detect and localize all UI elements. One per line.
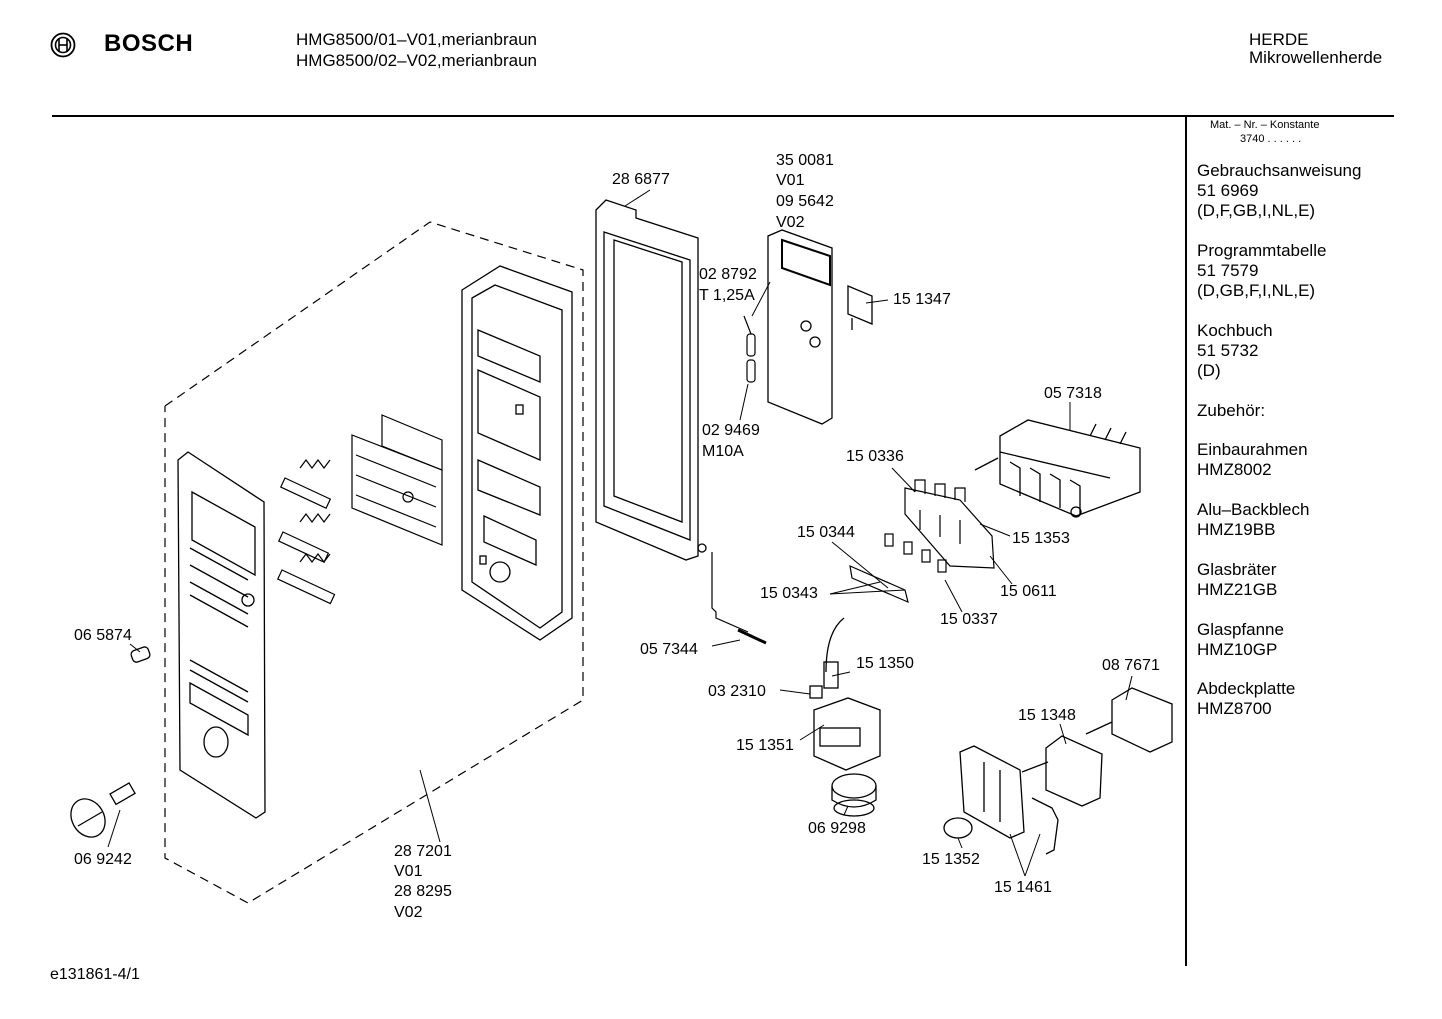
sidebar-item-glasbraeter: Glasbräter HMZ21GB bbox=[1197, 560, 1277, 600]
pcb-drawing bbox=[767, 229, 873, 425]
part-label-288295: 28 8295 bbox=[394, 883, 452, 900]
part-label-350081: 35 0081 bbox=[776, 152, 834, 169]
sidebar-item-line: 51 6969 bbox=[1197, 181, 1259, 200]
part-label-151351: 15 1351 bbox=[736, 737, 794, 754]
part-label-151461: 15 1461 bbox=[994, 879, 1052, 896]
part-label-v02-a: V02 bbox=[776, 214, 805, 231]
part-label-028792: 02 8792 bbox=[699, 266, 757, 283]
sidebar-item-title: Abdeckplatte bbox=[1197, 679, 1296, 698]
control-housing-drawing bbox=[461, 265, 573, 641]
part-label-150336: 15 0336 bbox=[846, 448, 904, 465]
sidebar-item-line: HMZ10GP bbox=[1197, 640, 1278, 659]
sidebar-item-line: (D,F,GB,I,NL,E) bbox=[1197, 201, 1316, 220]
part-label-150337: 15 0337 bbox=[940, 611, 998, 628]
sidebar-item-line: HMZ21GB bbox=[1197, 580, 1278, 599]
part-label-150611: 15 0611 bbox=[1000, 583, 1057, 600]
part-label-151347: 15 1347 bbox=[893, 291, 951, 308]
part-label-151350: 15 1350 bbox=[856, 655, 914, 672]
sidebar-item-zubehoer: Zubehör: bbox=[1197, 401, 1265, 421]
part-label-t125a: T 1,25A bbox=[699, 287, 755, 304]
keys-and-springs-drawing bbox=[276, 459, 336, 605]
part-label-069298: 06 9298 bbox=[808, 820, 866, 837]
mat-nr-block: Mat. – Nr. – Konstante 3740 . . . . . . bbox=[1210, 118, 1319, 146]
mat-nr-header: Mat. – Nr. – Konstante bbox=[1210, 119, 1320, 131]
sidebar-item-gebrauchsanweisung: Gebrauchsanweisung 51 6969 (D,F,GB,I,NL,… bbox=[1197, 161, 1361, 221]
part-label-151353: 15 1353 bbox=[1012, 530, 1070, 547]
switch-board-drawing bbox=[351, 414, 443, 546]
sidebar-item-title: Gebrauchsanweisung bbox=[1197, 161, 1362, 180]
sidebar-item-line: 51 5732 bbox=[1197, 341, 1259, 360]
part-label-151348: 15 1348 bbox=[1018, 707, 1076, 724]
sidebar-item-einbaurahmen: Einbaurahmen HMZ8002 bbox=[1197, 440, 1308, 480]
part-label-151352: 15 1352 bbox=[922, 851, 980, 868]
part-label-m10a: M10A bbox=[702, 443, 744, 460]
wire-drawing bbox=[711, 552, 767, 645]
category-line-2: Mikrowellenherde bbox=[1249, 48, 1383, 67]
part-label-150344: 15 0344 bbox=[797, 524, 855, 541]
bracket-switch-drawing bbox=[943, 687, 1173, 855]
frame-rules bbox=[52, 115, 1394, 966]
category-line-1: HERDE bbox=[1249, 30, 1309, 49]
sidebar-item-title: Glaspfanne bbox=[1197, 620, 1284, 639]
part-label-069242: 06 9242 bbox=[74, 851, 132, 868]
part-label-v02-b: V02 bbox=[394, 904, 423, 921]
sidebar-item-kochbuch: Kochbuch 51 5732 (D) bbox=[1197, 321, 1273, 381]
part-label-095642: 09 5642 bbox=[776, 193, 834, 210]
fuses-drawing bbox=[743, 315, 756, 383]
sidebar-item-line: (D) bbox=[1197, 361, 1221, 380]
front-panel-drawing bbox=[177, 451, 266, 819]
bosch-logo-icon bbox=[50, 32, 76, 58]
part-label-150343: 15 0343 bbox=[760, 585, 818, 602]
model-line-2: HMG8500/02–V02,merianbraun bbox=[296, 51, 537, 70]
sidebar-item-title: Alu–Backblech bbox=[1197, 500, 1310, 519]
sidebar-item-title: Zubehör: bbox=[1197, 401, 1266, 420]
part-label-057344: 05 7344 bbox=[640, 641, 698, 658]
document-code: e131861-4/1 bbox=[50, 966, 140, 983]
part-label-065874: 06 5874 bbox=[74, 627, 132, 644]
contact-blocks-drawing bbox=[849, 479, 995, 604]
part-label-v01-b: V01 bbox=[394, 863, 423, 880]
part-label-032310: 03 2310 bbox=[708, 683, 766, 700]
mat-nr-value: 3740 . . . . . . bbox=[1240, 133, 1302, 145]
sidebar-item-title: Kochbuch bbox=[1197, 321, 1273, 340]
model-line-1: HMG8500/01–V01,merianbraun bbox=[296, 30, 537, 49]
part-label-057318: 05 7318 bbox=[1044, 385, 1102, 402]
sidebar-item-line: (D,GB,F,I,NL,E) bbox=[1197, 281, 1316, 300]
part-label-287201: 28 7201 bbox=[394, 843, 452, 860]
sidebar-item-line: HMZ8700 bbox=[1197, 699, 1272, 718]
switch-block-drawing bbox=[974, 419, 1141, 518]
sidebar-item-line: HMZ8002 bbox=[1197, 460, 1272, 479]
part-label-029469: 02 9469 bbox=[702, 422, 760, 439]
leader-lines bbox=[107, 189, 1133, 877]
part-label-286877: 28 6877 bbox=[612, 171, 670, 188]
part-label-087671: 08 7671 bbox=[1102, 657, 1160, 674]
part-label-v01-a: V01 bbox=[776, 172, 805, 189]
sidebar-item-line: 51 7579 bbox=[1197, 261, 1259, 280]
sidebar-item-title: Glasbräter bbox=[1197, 560, 1277, 579]
knob-drawing bbox=[70, 782, 136, 838]
sidebar-item-glaspfanne: Glaspfanne HMZ10GP bbox=[1197, 620, 1284, 660]
sidebar-item-abdeckplatte: Abdeckplatte HMZ8700 bbox=[1197, 679, 1295, 719]
sensor-group-drawing bbox=[809, 617, 881, 817]
sidebar-item-programmtabelle: Programmtabelle 51 7579 (D,GB,F,I,NL,E) bbox=[1197, 241, 1326, 301]
brand-name: BOSCH bbox=[104, 30, 194, 57]
pin-drawing bbox=[130, 646, 151, 663]
sidebar-item-title: Einbaurahmen bbox=[1197, 440, 1308, 459]
dashed-enclosure bbox=[164, 221, 584, 904]
sidebar-item-alu-backblech: Alu–Backblech HMZ19BB bbox=[1197, 500, 1309, 540]
sidebar-item-line: HMZ19BB bbox=[1197, 520, 1276, 539]
frame-bracket-drawing bbox=[595, 199, 707, 561]
bosch-logo: BOSCH bbox=[50, 30, 200, 58]
sidebar-item-title: Programmtabelle bbox=[1197, 241, 1327, 260]
